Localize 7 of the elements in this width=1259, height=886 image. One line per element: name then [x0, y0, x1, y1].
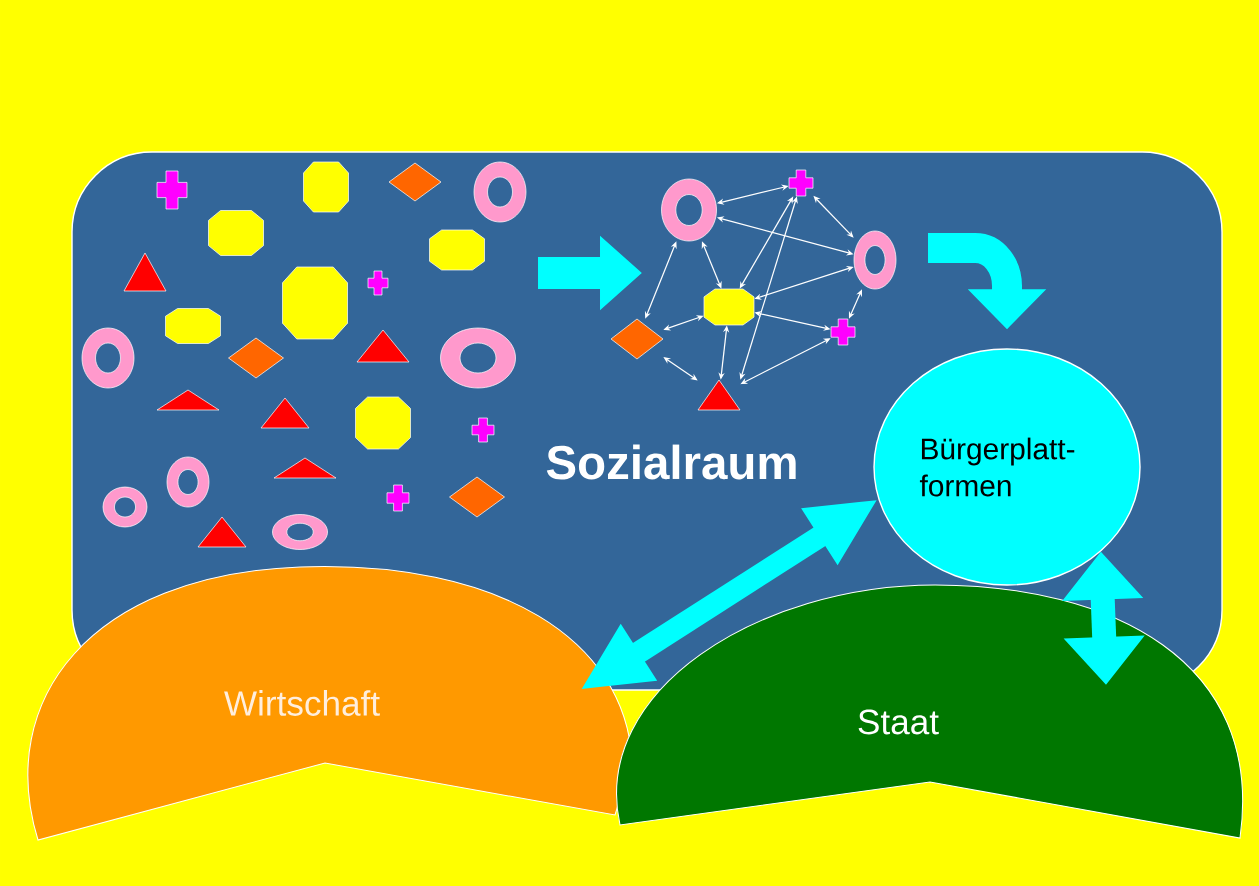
octagon-symbol: [703, 288, 755, 326]
ring-symbol: [661, 178, 717, 242]
diamond-symbol: [610, 318, 664, 360]
ring-symbol: [853, 230, 897, 290]
triangle-symbol: [697, 379, 741, 411]
cross-symbol: [788, 169, 814, 197]
cross-symbol: [830, 318, 856, 346]
